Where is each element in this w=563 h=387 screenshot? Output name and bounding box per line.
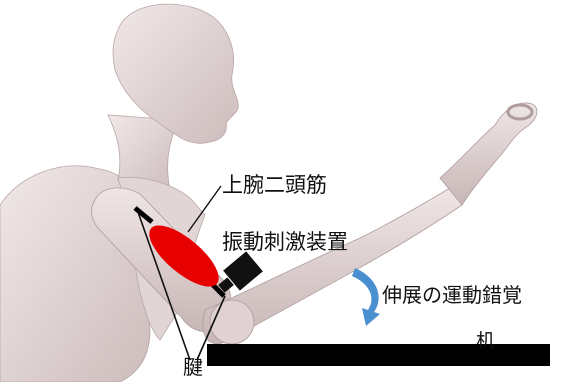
tendon-line-upper (137, 211, 191, 361)
biceps-muscle (149, 225, 219, 287)
vibration-device-label: 振動刺激装置 (222, 230, 348, 254)
desk-surface (207, 344, 550, 366)
tendon-label: 腱 (183, 355, 203, 379)
tendon-line-lower (196, 295, 226, 361)
biceps-pointer-line (187, 185, 222, 233)
head (112, 3, 239, 144)
curved-down-arrow-icon (352, 268, 380, 326)
finger-circle (506, 103, 534, 121)
elbow (209, 299, 255, 345)
extension-illusion-label: 伸展の運動錯覚 (382, 283, 522, 307)
biceps-label: 上腕二頭筋 (222, 173, 327, 197)
vibration-device (218, 251, 263, 293)
hand (439, 102, 538, 206)
desk-label: 机 (476, 330, 496, 352)
tendon-strip-upper (133, 206, 154, 224)
